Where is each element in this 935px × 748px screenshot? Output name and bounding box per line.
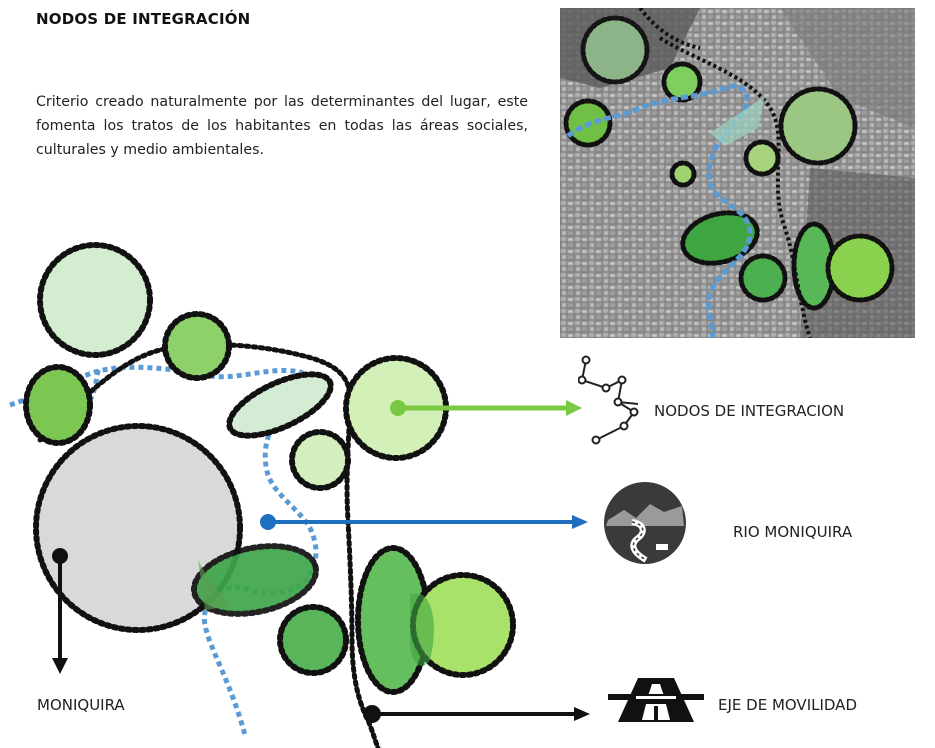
node-ellipse-left: [23, 364, 93, 446]
moniquira-arrow: [52, 548, 68, 674]
nodos-arrow: [390, 400, 582, 416]
legend-nodos-label: NODOS DE INTEGRACION: [654, 402, 845, 420]
network-nodes-icon: [578, 355, 639, 445]
node-circle-small-top: [162, 311, 232, 381]
river-road-icon: [604, 482, 686, 564]
legend-rio-label: RIO MONIQUIRA: [733, 523, 853, 541]
legend-eje-label: EJE DE MOVILIDAD: [718, 696, 857, 714]
aerial-photo: [560, 8, 915, 338]
node-circle-top-left: [37, 242, 153, 358]
moniquira-label: MONIQUIRA: [37, 696, 125, 714]
node-circle-mid-small: [289, 429, 351, 491]
node-ellipse-diag: [226, 371, 334, 439]
highway-icon: [608, 678, 704, 722]
rio-arrow: [260, 514, 588, 530]
node-circle-bottom-small: [277, 604, 349, 676]
node-ellipse-lower: [190, 543, 320, 617]
description-text: Criterio creado naturalmente por las det…: [36, 94, 528, 158]
eje-arrow: [363, 705, 590, 723]
page-title: NODOS DE INTEGRACIÓN: [36, 10, 251, 28]
town-circle: [33, 423, 243, 633]
